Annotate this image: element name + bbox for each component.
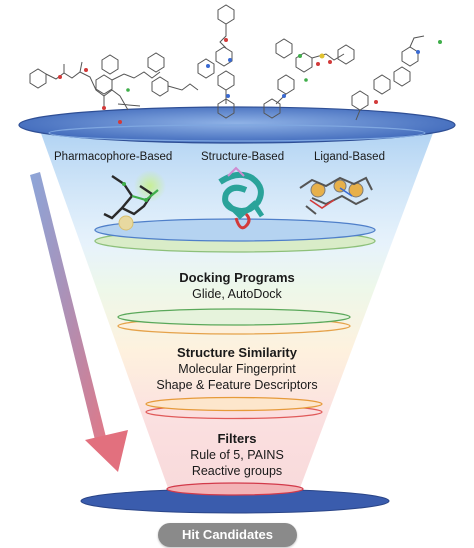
method-pharmacophore-label: Pharmacophore-Based — [54, 151, 173, 163]
similarity-title: Structure Similarity — [177, 345, 297, 360]
method-structure-label: Structure-Based — [201, 151, 285, 163]
progress-arrow — [30, 172, 128, 472]
compound-library-molecules — [29, 4, 425, 121]
funnel-body — [38, 125, 436, 488]
pharmacophore-model-icon — [103, 170, 166, 231]
filters-line2: Reactive groups — [191, 464, 283, 478]
docking-title: Docking Programs — [179, 270, 295, 285]
stage3-ring-upper — [145, 396, 323, 412]
method-ligand-label: Ligand-Based — [314, 151, 385, 163]
similarity-line1: Molecular Fingerprint — [178, 362, 296, 376]
filters-line1: Rule of 5, PAINS — [190, 448, 284, 462]
docking-programs: Glide, AutoDock — [192, 287, 282, 301]
stage2-ring-upper — [117, 308, 351, 326]
ligand-overlay-icon — [299, 176, 373, 215]
protein-structure-icon — [218, 166, 265, 230]
hit-candidates-label: Hit Candidates — [158, 523, 297, 547]
similarity-line2: Shape & Feature Descriptors — [156, 378, 318, 392]
filters-title: Filters — [217, 431, 257, 446]
stage1-disc — [94, 218, 376, 242]
